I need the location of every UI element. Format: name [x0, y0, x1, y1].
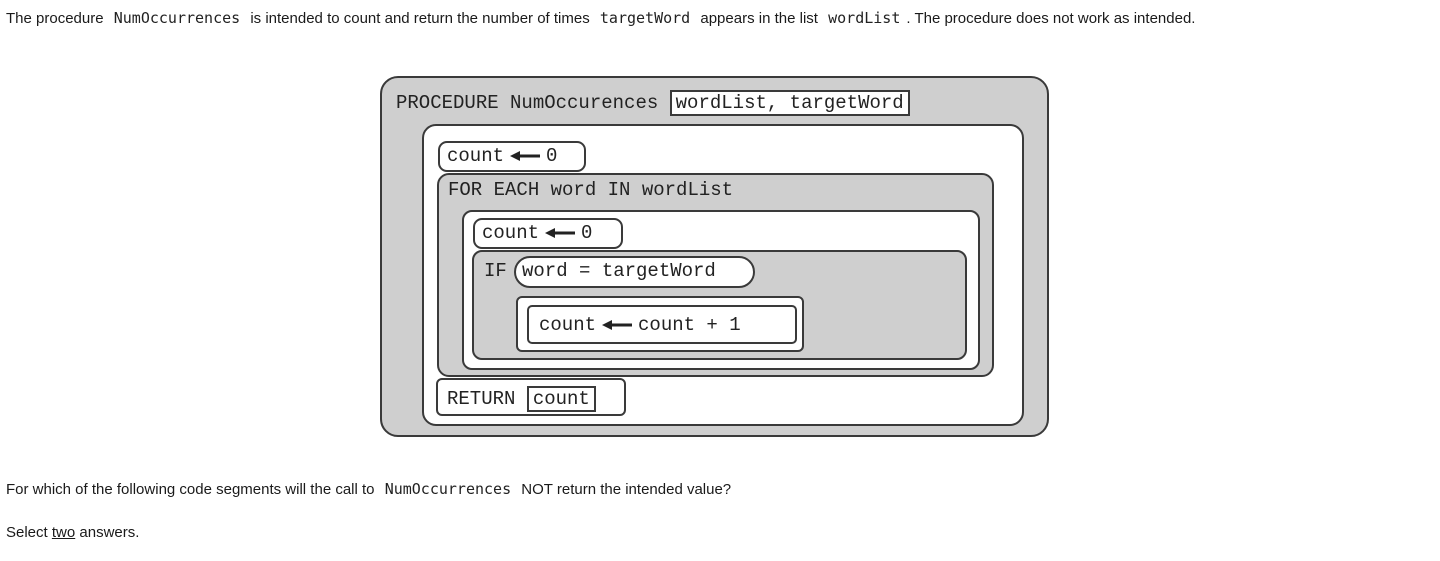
- question-paragraph: For which of the following code segments…: [6, 477, 731, 502]
- inner-count-var: count: [482, 222, 540, 244]
- intro-paragraph: The procedure NumOccurrences is intended…: [6, 6, 1406, 31]
- intro-text-1: The procedure: [6, 10, 104, 27]
- return-value: count: [526, 386, 596, 412]
- procedure-params: wordList, targetWord: [669, 90, 910, 116]
- init-count-statement: count 0: [447, 145, 557, 167]
- init-count-var: count: [447, 145, 505, 167]
- for-each-header: FOR EACH word IN wordList: [448, 179, 734, 201]
- word-list-code: wordList: [828, 9, 901, 27]
- return-keyword: RETURN: [447, 388, 516, 410]
- intro-text-3: appears in the list: [700, 10, 818, 27]
- question-text-1: For which of the following code segments…: [6, 481, 375, 498]
- inner-count-statement: count 0: [482, 222, 592, 244]
- instruction-emphasis: two: [51, 524, 76, 541]
- intro-text-2: is intended to count and return the numb…: [250, 10, 590, 27]
- assign-arrow-icon: [510, 150, 541, 161]
- intro-text-4: . The procedure does not work as intende…: [906, 10, 1196, 27]
- procedure-header: PROCEDURE NumOccurences wordList, target…: [396, 90, 910, 116]
- instruction-suffix: answers.: [79, 524, 140, 541]
- if-keyword: IF: [484, 260, 507, 282]
- instruction-paragraph: Select two answers.: [6, 520, 139, 545]
- procedure-name-code: NumOccurrences: [113, 9, 241, 27]
- assign-arrow-icon: [602, 319, 633, 330]
- assign-arrow-icon: [545, 227, 576, 238]
- if-condition-block: [514, 256, 755, 288]
- increment-left: count: [539, 314, 597, 336]
- instruction-prefix: Select: [6, 524, 48, 541]
- increment-right: count + 1: [638, 314, 741, 336]
- init-count-value: 0: [546, 145, 558, 167]
- question-procedure-name: NumOccurrences: [384, 480, 512, 498]
- if-condition: word = targetWord: [522, 260, 716, 282]
- return-statement: RETURN count: [447, 386, 596, 412]
- target-word-code: targetWord: [599, 9, 691, 27]
- inner-count-value: 0: [581, 222, 593, 244]
- increment-statement: count count + 1: [539, 314, 741, 336]
- increment-block: [527, 305, 797, 344]
- procedure-keyword: PROCEDURE NumOccurences: [396, 92, 659, 114]
- question-text-2: NOT return the intended value?: [521, 481, 732, 498]
